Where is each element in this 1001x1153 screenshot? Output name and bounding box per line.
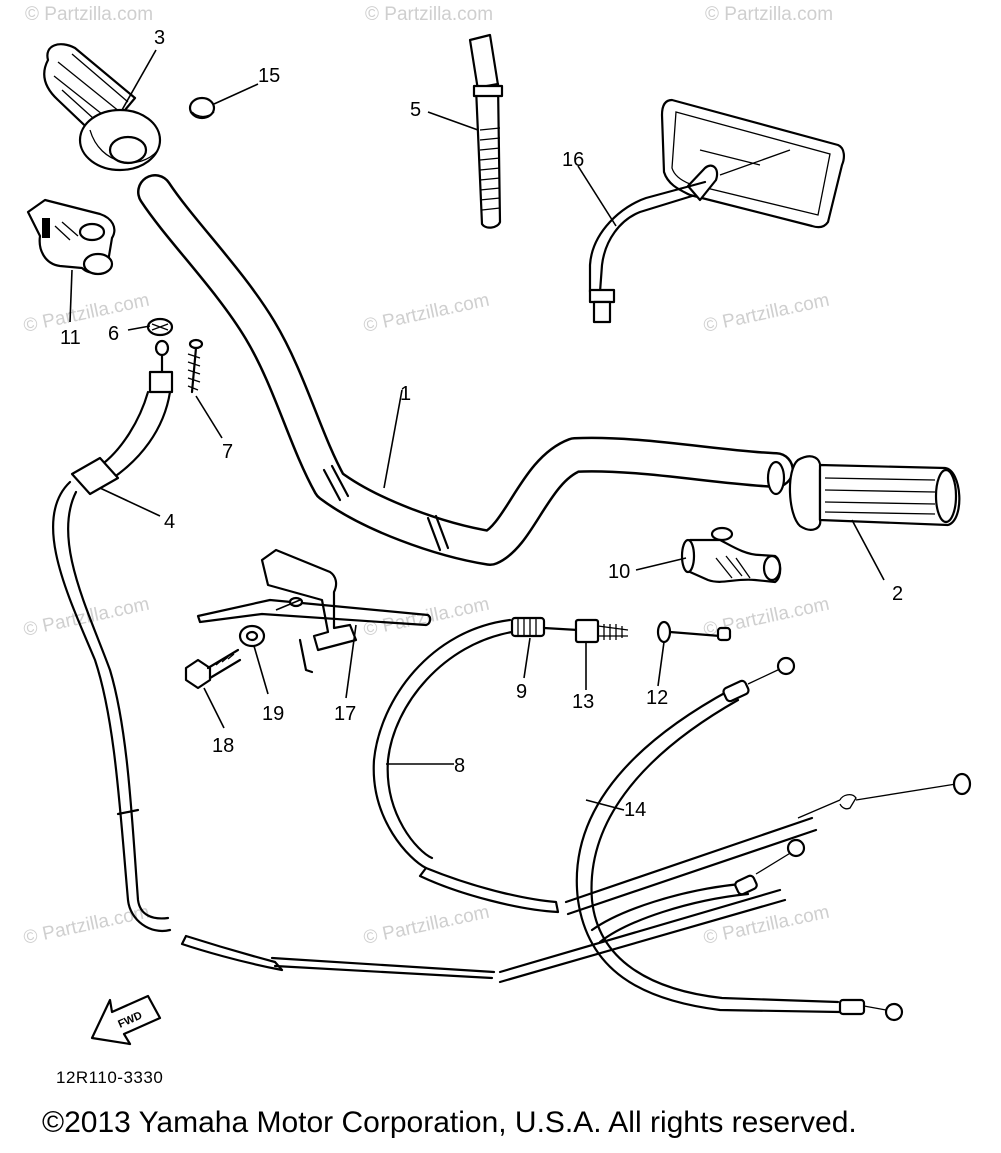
watermark: © Partzilla.com xyxy=(362,902,492,949)
callout-11[interactable]: 11 xyxy=(60,327,81,349)
washer-part[interactable] xyxy=(146,317,174,337)
callout-15[interactable]: 15 xyxy=(258,65,280,87)
watermark: © Partzilla.com xyxy=(702,902,832,949)
callout-18[interactable]: 18 xyxy=(212,735,234,757)
watermark: © Partzilla.com xyxy=(705,4,833,25)
cap-part[interactable] xyxy=(188,96,216,120)
bolt-part[interactable] xyxy=(184,648,242,690)
callout-7[interactable]: 7 xyxy=(222,441,233,463)
strap-part[interactable] xyxy=(468,33,504,229)
callout-labels: 3 15 5 16 11 6 7 4 1 2 10 9 13 12 8 14 1… xyxy=(60,27,903,821)
callout-17[interactable]: 17 xyxy=(334,703,356,725)
watermark: © Partzilla.com xyxy=(25,4,153,25)
watermark: © Partzilla.com xyxy=(362,290,492,337)
callout-2[interactable]: 2 xyxy=(892,583,903,605)
callout-14[interactable]: 14 xyxy=(624,799,646,821)
adjuster-nut-part[interactable] xyxy=(574,618,629,644)
watermark: © Partzilla.com xyxy=(702,290,832,337)
callout-8[interactable]: 8 xyxy=(454,755,465,777)
callout-9[interactable]: 9 xyxy=(516,681,527,703)
right-grip-part[interactable] xyxy=(788,455,961,531)
copyright-notice: ©2013 Yamaha Motor Corporation, U.S.A. A… xyxy=(42,1106,857,1139)
callout-10[interactable]: 10 xyxy=(608,561,630,583)
callout-1[interactable]: 1 xyxy=(400,383,411,405)
watermark: © Partzilla.com xyxy=(22,594,152,641)
fwd-arrow-icon: FWD xyxy=(90,994,162,1046)
switch-housing-part[interactable] xyxy=(26,198,116,276)
brake-cable-part[interactable] xyxy=(575,656,904,1022)
lock-nut-part[interactable] xyxy=(656,620,732,644)
leader-lines xyxy=(69,49,885,811)
mirror-part[interactable] xyxy=(588,98,845,324)
bracket-part[interactable] xyxy=(196,548,432,674)
handlebar-part[interactable] xyxy=(137,174,794,566)
cable-junction-part[interactable] xyxy=(680,526,782,584)
callout-16[interactable]: 16 xyxy=(562,149,584,171)
callout-5[interactable]: 5 xyxy=(410,99,421,121)
clutch-cable-part[interactable] xyxy=(372,618,972,916)
callout-13[interactable]: 13 xyxy=(572,691,594,713)
callout-6[interactable]: 6 xyxy=(108,323,119,345)
callout-4[interactable]: 4 xyxy=(164,511,175,533)
watermark: © Partzilla.com xyxy=(22,902,152,949)
watermark: © Partzilla.com xyxy=(365,4,493,25)
watermark: © Partzilla.com xyxy=(362,594,492,641)
callout-12[interactable]: 12 xyxy=(646,687,668,709)
left-grip-part[interactable] xyxy=(43,43,162,172)
callout-19[interactable]: 19 xyxy=(262,703,284,725)
screw-part[interactable] xyxy=(187,338,204,394)
callout-3[interactable]: 3 xyxy=(154,27,165,49)
diagram-reference-code: 12R110-3330 xyxy=(56,1068,164,1087)
cable-adjuster-part[interactable] xyxy=(510,616,580,638)
throttle-cable-part[interactable] xyxy=(52,339,787,984)
lock-washer-part[interactable] xyxy=(238,624,266,648)
